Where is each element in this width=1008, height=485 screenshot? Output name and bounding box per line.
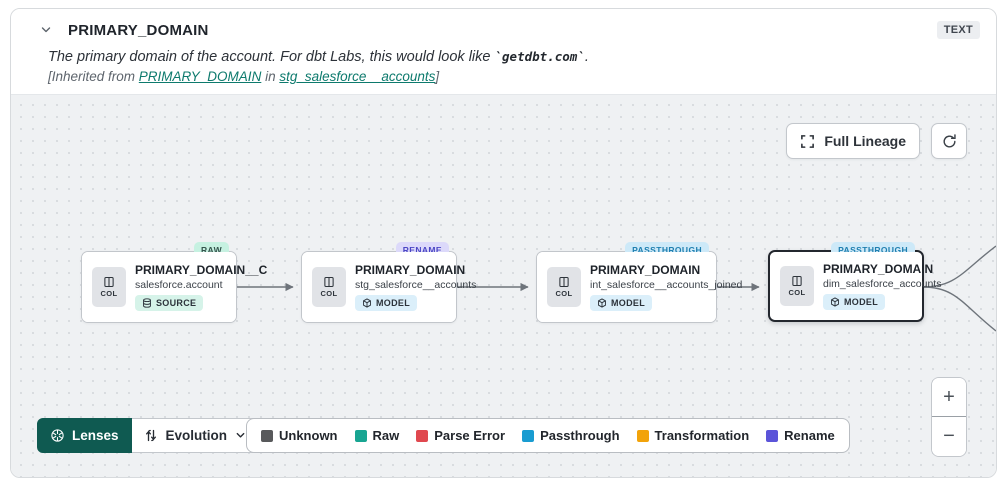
legend-item: Unknown [261, 428, 338, 443]
node-model-name: int_salesforce__accounts_joined [590, 279, 743, 291]
inherited-column-link[interactable]: PRIMARY_DOMAIN [138, 69, 262, 84]
inherited-from-note: [Inherited from PRIMARY_DOMAIN in stg_sa… [48, 69, 440, 84]
refresh-button[interactable] [931, 123, 967, 159]
lineage-node-selected[interactable]: PASSTHROUGH COL PRIMARY_DOMAIN dim_sales… [768, 242, 941, 322]
chevron-down-icon [236, 432, 245, 438]
resource-type-badge: SOURCE [135, 295, 204, 311]
fullscreen-icon [801, 134, 815, 148]
column-title: PRIMARY_DOMAIN [68, 21, 209, 39]
model-icon [363, 298, 371, 308]
legend-item: Passthrough [522, 428, 620, 443]
node-column-name: PRIMARY_DOMAIN [355, 263, 466, 277]
node-model-name: stg_salesforce__accounts [355, 279, 477, 291]
inline-code: `getdbt.com` [494, 49, 585, 64]
lineage-node[interactable]: RENAME COL PRIMARY_DOMAIN stg_salesforce… [301, 242, 476, 323]
panel-header: PRIMARY_DOMAIN TEXT The primary domain o… [11, 9, 996, 94]
legend-swatch [354, 429, 367, 442]
legend-swatch [636, 429, 649, 442]
column-icon: COL [547, 267, 581, 307]
evolution-icon [145, 429, 156, 442]
legend-swatch [261, 429, 273, 442]
legend-swatch [766, 429, 779, 442]
lenses-bar: Lenses Evolution [37, 418, 260, 453]
resource-type-badge: MODEL [355, 295, 417, 311]
column-icon: COL [312, 267, 346, 307]
node-column-name: PRIMARY_DOMAIN [590, 263, 701, 277]
lineage-node[interactable]: PASSTHROUGH COL PRIMARY_DOMAIN int_sales… [536, 242, 742, 323]
resource-type-badge: MODEL [590, 295, 652, 311]
lineage-canvas[interactable]: Full Lineage RAW COL PRIMARY_DOMAIN__C s… [11, 94, 996, 477]
legend-item: Rename [766, 428, 835, 443]
node-column-name: PRIMARY_DOMAIN__C [135, 263, 268, 277]
lineage-edge [922, 286, 996, 332]
source-icon [143, 298, 151, 308]
column-description: The primary domain of the account. For d… [48, 49, 589, 65]
data-type-badge: TEXT [936, 21, 980, 39]
node-column-name: PRIMARY_DOMAIN [823, 262, 934, 276]
legend-swatch [522, 429, 535, 442]
model-icon [831, 297, 839, 307]
column-lineage-panel: PRIMARY_DOMAIN TEXT The primary domain o… [10, 8, 997, 478]
zoom-in-button[interactable]: + [932, 378, 966, 417]
node-model-name: dim_salesforce_accounts [823, 278, 942, 290]
lineage-node[interactable]: RAW COL PRIMARY_DOMAIN__C salesforce.acc… [81, 242, 267, 323]
full-lineage-button[interactable]: Full Lineage [786, 123, 920, 159]
inherited-model-link[interactable]: stg_salesforce__accounts [279, 69, 436, 84]
lineage-edges [237, 245, 996, 332]
legend-swatch [416, 429, 429, 442]
zoom-controls: + − [931, 377, 967, 457]
evolution-dropdown[interactable]: Evolution [131, 418, 260, 453]
column-icon: COL [780, 266, 814, 306]
lens-icon [51, 429, 64, 442]
evolution-legend: Unknown Raw Parse Error Passthrough Tran… [246, 418, 850, 453]
model-icon [598, 298, 606, 308]
legend-item: Raw [354, 428, 399, 443]
lineage-edge [922, 245, 996, 288]
zoom-out-button[interactable]: − [932, 417, 966, 456]
column-icon: COL [92, 267, 126, 307]
resource-type-badge: MODEL [823, 294, 885, 310]
legend-item: Transformation [636, 428, 749, 443]
legend-item: Parse Error [416, 428, 505, 443]
refresh-icon [942, 133, 956, 147]
lenses-button[interactable]: Lenses [37, 418, 132, 453]
node-model-name: salesforce.account [135, 279, 223, 291]
collapse-chevron-icon[interactable] [37, 21, 55, 39]
